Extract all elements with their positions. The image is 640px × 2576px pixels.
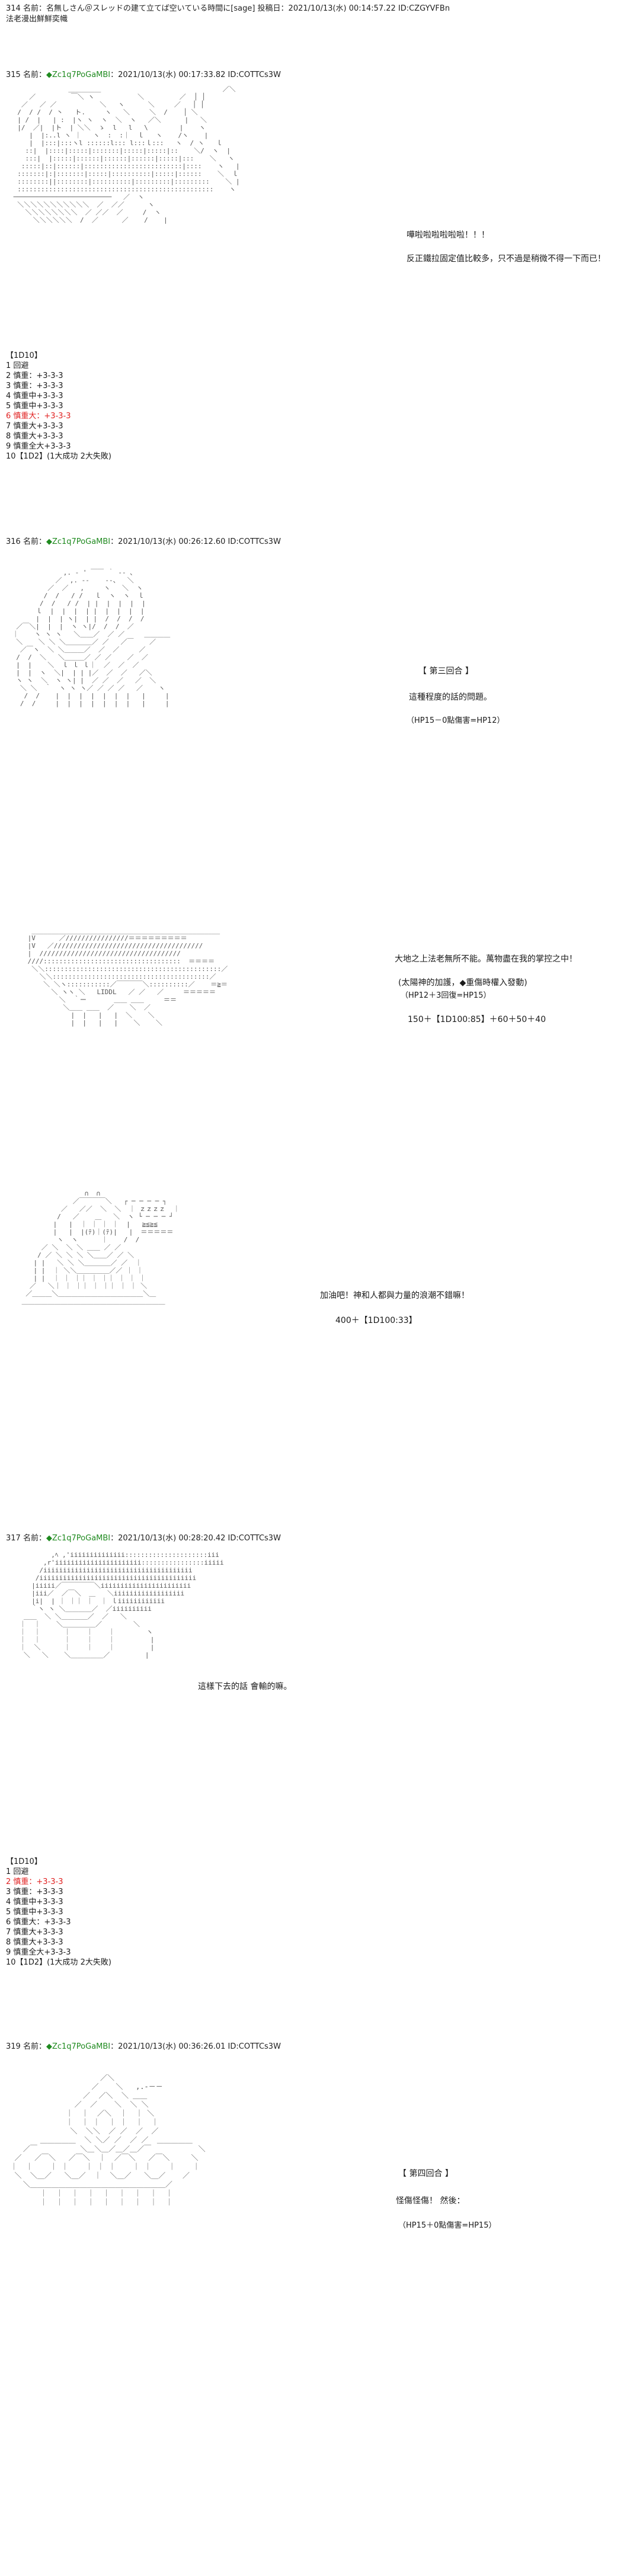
dialogue-line: 這樣下去的話 會輸的嘛。 — [198, 1682, 292, 1691]
dice-option: 1 回避 — [6, 361, 29, 370]
ascii-art-figure: ,ﾍ ,'iiiiiiiiiiiiii:::::::::::::::::::::… — [20, 1551, 224, 1659]
post-body: 法老漫出鮮鮮奕幟 — [6, 15, 68, 24]
dice-option: 6 慎重大：+3-3-3 — [6, 1918, 71, 1927]
ascii-art-figure: ／＼ ／ ＼ ,.-－－ ／ ／＼ ＼ ＿＿ ／ ／ ＼ ＼ ＼ ｜ ｜ ／＼ … — [10, 2074, 206, 2206]
dice-option-selected: 6 慎重大：+3-3-3 — [6, 412, 71, 421]
post-number-name: 317 名前： — [6, 1534, 46, 1543]
ascii-art-figure: ＿＿＿＿＿ ／＼ ／ ￣＼ ヽ ＼ ／ │ │ ／ ／ ／ ＼ ヽ ＼ ／ │ … — [13, 85, 240, 224]
post-header: 314 名前：名無しさん＠スレッドの建て立てば空いている時間に[sage] 投稿… — [6, 4, 450, 13]
trip-code[interactable]: ◆Zc1q7PoGaMBI — [46, 2042, 111, 2051]
roll-line: 400＋【1D100:33】 — [335, 1316, 417, 1325]
trip-code[interactable]: ◆Zc1q7PoGaMBI — [46, 537, 111, 546]
dice-table-title: 【1D10】 — [6, 351, 42, 360]
trip-code[interactable]: ◆Zc1q7PoGaMBI — [46, 71, 111, 79]
dialogue-line: 反正鐵拉固定值比較多，只不過是稍微不得一下而已！ — [407, 254, 606, 264]
dialogue-line: 嘩啦啦啦啦啦啦！！！ — [407, 230, 489, 240]
hp-line: （HP15＋0點傷害=HP15） — [398, 2221, 497, 2230]
post-319: 319 名前：◆Zc1q7PoGaMBI：2021/10/13(水) 00:36… — [0, 2042, 640, 2052]
post-315: 315 名前：◆Zc1q7PoGaMBI：2021/10/13(水) 00:17… — [0, 70, 640, 81]
round-label: 【 第三回合 】 — [418, 667, 473, 676]
post-meta: ：2021/10/13(水) 00:36:26.01 ID:COTTCs3W — [110, 2042, 281, 2051]
ascii-art-figure: ∩ ∩ ／￣￣￣￣＼ ┌ ─ ─ ─ ─ ┐ ／ ／／ ＼ ＼ ｜ ｚｚｚｚ ｜… — [21, 1190, 180, 1305]
post-header: 319 名前：◆Zc1q7PoGaMBI：2021/10/13(水) 00:36… — [0, 2042, 640, 2052]
roll-line: 150＋【1D100:85】＋60＋50＋40 — [408, 1015, 546, 1024]
post-header: 315 名前：◆Zc1q7PoGaMBI：2021/10/13(水) 00:17… — [0, 70, 640, 81]
dice-table: 【1D10】 1 回避 2 慎重：+3-3-3 3 慎重：+3-3-3 4 慎重… — [0, 1857, 640, 1968]
dice-option: 9 慎重全大+3-3-3 — [6, 1948, 71, 1957]
post-meta: ：2021/10/13(水) 00:17:33.82 ID:COTTCs3W — [110, 71, 281, 79]
dialogue-line: 加油吧！神和人都與力量的浪潮不錯嘛！ — [320, 1291, 469, 1300]
post-meta: ：2021/10/13(水) 00:26:12.60 ID:COTTCs3W — [110, 537, 281, 546]
hp-line: （HP12＋3回復=HP15） — [401, 991, 491, 1000]
dice-option: 1 回避 — [6, 1867, 29, 1876]
ascii-art-figure: ________________________________________… — [27, 927, 228, 1027]
post-317: 317 名前：◆Zc1q7PoGaMBI：2021/10/13(水) 00:28… — [0, 1533, 640, 1544]
post-header: 316 名前：◆Zc1q7PoGaMBI：2021/10/13(水) 00:26… — [0, 537, 640, 547]
dice-option: 7 慎重大+3-3-3 — [6, 1928, 63, 1937]
trip-code[interactable]: ◆Zc1q7PoGaMBI — [46, 1534, 111, 1543]
dice-table: 【1D10】 1 回避 2 慎重：+3-3-3 3 慎重：+3-3-3 4 慎重… — [0, 351, 640, 462]
dice-option: 3 慎重：+3-3-3 — [6, 382, 63, 390]
post-316: 316 名前：◆Zc1q7PoGaMBI：2021/10/13(水) 00:26… — [0, 537, 640, 547]
hp-line: （HP15－0點傷害=HP12） — [407, 716, 505, 725]
dice-option: 9 慎重全大+3-3-3 — [6, 442, 71, 451]
post-number-name: 316 名前： — [6, 537, 46, 546]
dice-option: 10【1D2】(1大成功 2大失敗) — [6, 452, 111, 461]
dialogue-line: 這種程度的話的問題。 — [409, 693, 492, 702]
dice-option: 5 慎重中+3-3-3 — [6, 402, 63, 411]
dice-option: 8 慎重大+3-3-3 — [6, 432, 63, 441]
dice-option-selected: 2 慎重：+3-3-3 — [6, 1877, 63, 1886]
effect-line: (太陽神的加護，◆重傷時權入發動) — [398, 976, 527, 989]
dice-option: 2 慎重：+3-3-3 — [6, 371, 63, 380]
dice-option: 8 慎重大+3-3-3 — [6, 1938, 63, 1947]
post-314: 314 名前：名無しさん＠スレッドの建て立てば空いている時間に[sage] 投稿… — [0, 4, 640, 24]
dice-option: 5 慎重中+3-3-3 — [6, 1908, 63, 1917]
post-meta: ：2021/10/13(水) 00:28:20.42 ID:COTTCs3W — [110, 1534, 281, 1543]
effect-text: (太陽神的加護，◆重傷時權入發動) — [398, 978, 527, 988]
dialogue-line: 怪傷怪傷！ 然後： — [396, 2196, 465, 2206]
dice-option: 7 慎重大+3-3-3 — [6, 422, 63, 431]
post-number-name: 319 名前： — [6, 2042, 46, 2051]
ascii-art-figure: ,. ‐ ' ￣￣ ｀ ‐- 、 ／ ,. -‐ ‐-、 ＼ ／ ／ , ヽ ＼… — [12, 569, 171, 707]
dice-option: 4 慎重中+3-3-3 — [6, 1898, 63, 1907]
dice-option: 3 慎重：+3-3-3 — [6, 1888, 63, 1896]
post-number-name: 315 名前： — [6, 71, 46, 79]
dice-option: 4 慎重中+3-3-3 — [6, 392, 63, 401]
dice-option: 10【1D2】(1大成功 2大失敗) — [6, 1958, 111, 1967]
round-label: 【 第四回合 】 — [398, 2169, 453, 2178]
post-header: 317 名前：◆Zc1q7PoGaMBI：2021/10/13(水) 00:28… — [0, 1533, 640, 1544]
dialogue-line: 大地之上法老無所不能。萬物盡在我的掌控之中！ — [395, 954, 577, 964]
dice-table-title: 【1D10】 — [6, 1857, 42, 1866]
